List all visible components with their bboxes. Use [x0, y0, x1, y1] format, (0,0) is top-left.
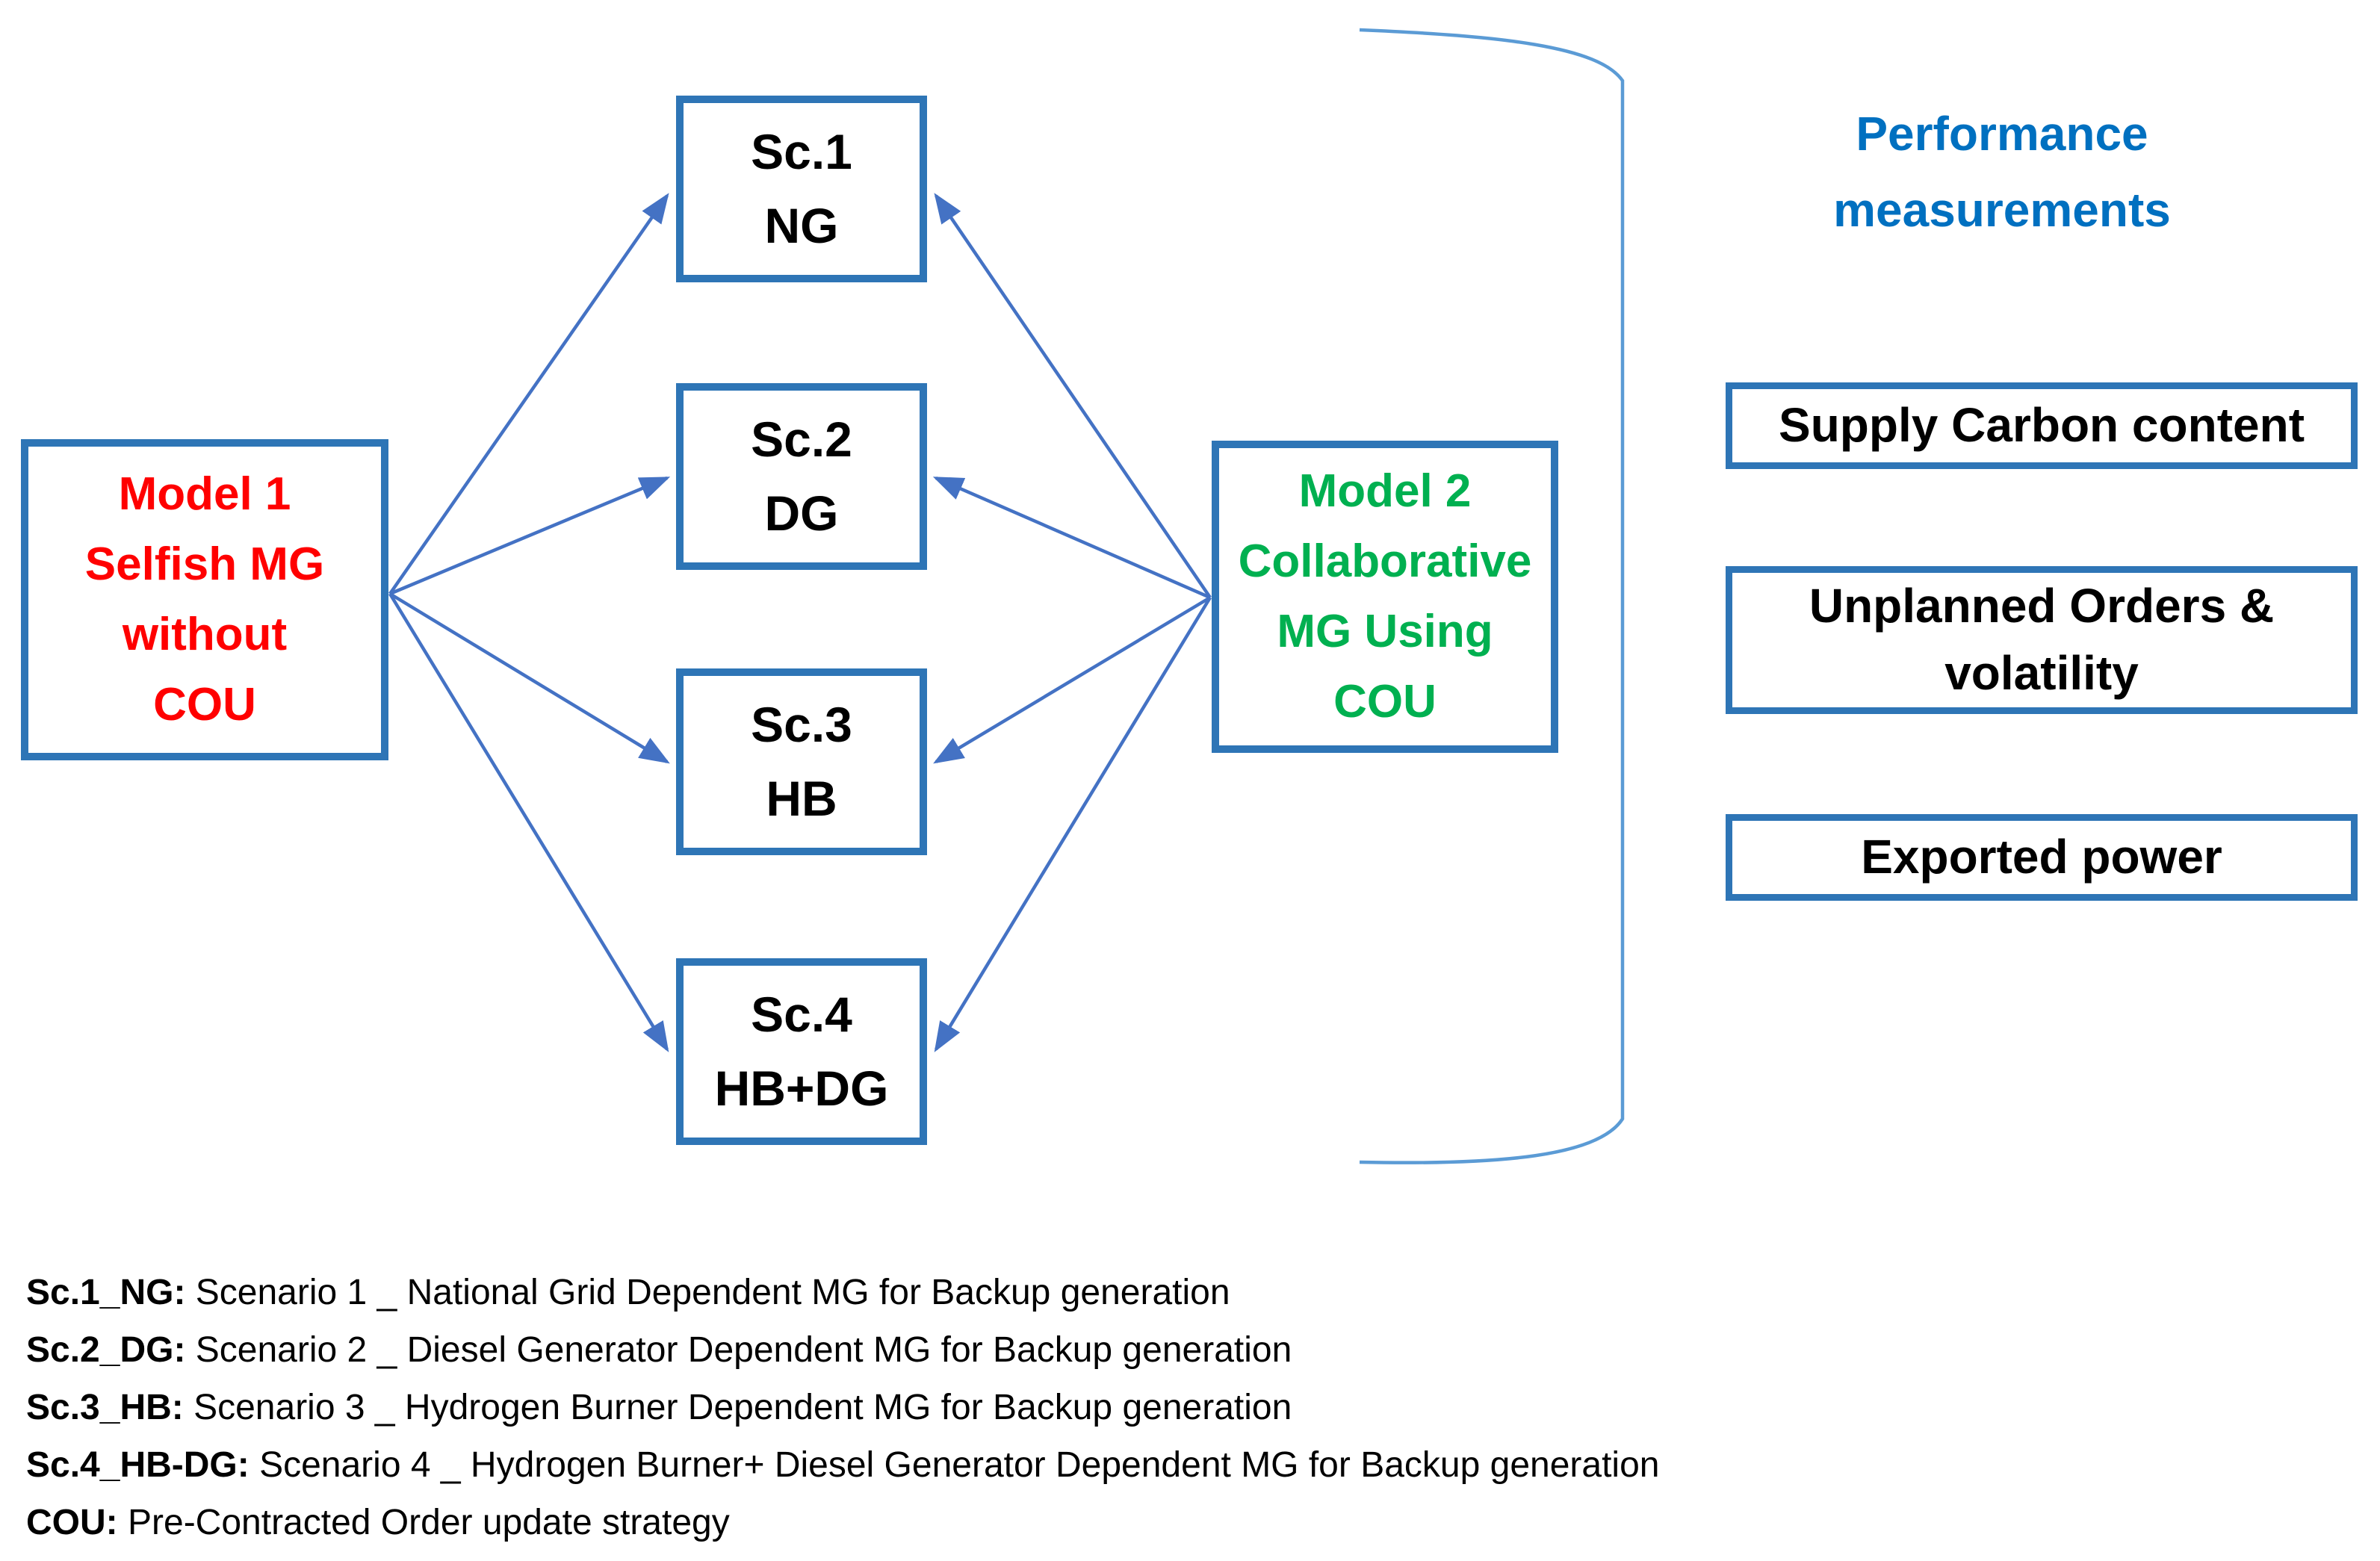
arrow-model2-sc1 [934, 193, 1212, 599]
legend-term: Sc.3_HB: [26, 1388, 184, 1427]
model1-line: Selfish MG [84, 538, 325, 590]
scenario-type: HB+DG [714, 1061, 889, 1116]
legend-definition: Pre-Contracted Order update strategy [117, 1503, 730, 1542]
model1-line: Model 1 [118, 468, 291, 520]
legend-term: Sc.4_HB-DG: [26, 1445, 250, 1485]
scenario-box-sc1: Sc.1 NG [676, 96, 927, 282]
metric-label: Supply Carbon content [1779, 398, 2305, 453]
legend-definition: Scenario 2 _ Diesel Generator Dependent … [185, 1330, 1292, 1370]
legend-definition: Scenario 1 _ National Grid Dependent MG … [185, 1273, 1230, 1312]
scenario-id: Sc.1 [751, 124, 852, 179]
scenario-type: NG [764, 198, 839, 253]
arrow-model1-sc1 [388, 193, 669, 595]
legend-line-sc4-hb-dg: Sc.4_HB-DG: Scenario 4 _ Hydrogen Burner… [26, 1436, 1659, 1494]
performance-title-line: measurements [1833, 183, 2171, 238]
scenario-id: Sc.3 [751, 697, 852, 752]
scenario-box-sc4: Sc.4 HB+DG [676, 958, 927, 1145]
arrow-model2-sc2 [932, 476, 1211, 600]
metric-box-exported-power: Exported power [1726, 814, 2358, 901]
metric-label: Exported power [1861, 830, 2222, 884]
performance-title: Performance measurements [1793, 96, 2211, 249]
scenario-box-sc2: Sc.2 DG [676, 383, 927, 570]
model2-line: COU [1333, 676, 1437, 728]
legend-term: Sc.2_DG: [26, 1330, 186, 1370]
bracket-shape [1359, 28, 1625, 1164]
model2-box: Model 2 Collaborative MG Using COU [1212, 441, 1558, 753]
model2-line: MG Using [1277, 606, 1493, 657]
metric-label: Unplanned Orders & volatility [1809, 579, 2275, 700]
legend-definition: Scenario 4 _ Hydrogen Burner+ Diesel Gen… [249, 1445, 1660, 1485]
arrow-model1-sc3 [388, 592, 670, 764]
arrow-model2-sc3 [933, 596, 1212, 764]
model1-line: without [122, 609, 288, 660]
scenario-type: HB [766, 771, 837, 826]
performance-title-line: Performance [1856, 107, 2148, 161]
arrow-model1-sc2 [389, 476, 671, 596]
legend-term: COU: [26, 1503, 118, 1542]
model2-line: Collaborative [1238, 535, 1532, 587]
scenario-type: DG [764, 485, 839, 541]
legend-line-cou: COU: Pre-Contracted Order update strateg… [26, 1494, 1659, 1551]
scenario-box-sc3: Sc.3 HB [676, 668, 927, 855]
legend-line-sc2-dg: Sc.2_DG: Scenario 2 _ Diesel Generator D… [26, 1321, 1659, 1379]
scenario-id: Sc.4 [751, 987, 852, 1042]
legend-line-sc3-hb: Sc.3_HB: Scenario 3 _ Hydrogen Burner De… [26, 1379, 1659, 1436]
legend-line-sc1-ng: Sc.1_NG: Scenario 1 _ National Grid Depe… [26, 1264, 1659, 1321]
metric-box-supply-carbon-content: Supply Carbon content [1726, 382, 2358, 469]
model1-line: COU [153, 679, 256, 731]
model2-line: Model 2 [1298, 465, 1472, 517]
legend: Sc.1_NG: Scenario 1 _ National Grid Depe… [26, 1264, 1659, 1551]
model1-box: Model 1 Selfish MG without COU [21, 439, 388, 760]
metric-box-unplanned-orders-volatility: Unplanned Orders & volatility [1726, 566, 2358, 714]
legend-definition: Scenario 3 _ Hydrogen Burner Dependent M… [183, 1388, 1292, 1427]
arrow-model2-sc4 [934, 596, 1212, 1052]
scenario-id: Sc.2 [751, 412, 852, 467]
arrow-model1-sc4 [388, 592, 669, 1052]
legend-term: Sc.1_NG: [26, 1273, 186, 1312]
